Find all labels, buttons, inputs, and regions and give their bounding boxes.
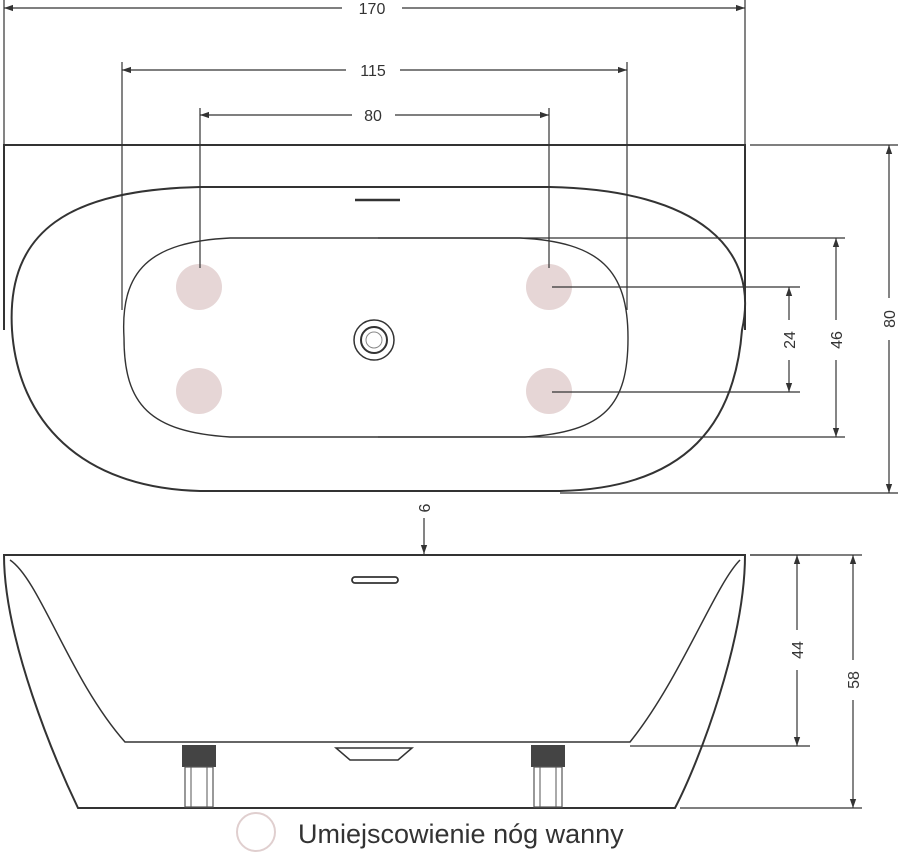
leg-marker-icon (526, 264, 572, 310)
dimension-total-depth (560, 144, 898, 494)
tub-side-outer (2, 554, 747, 809)
overflow-slot-side (351, 576, 399, 584)
dimension-label-inner-height: 44 (790, 641, 807, 659)
dimension-label-total-width: 170 (359, 1, 386, 18)
leg-left (182, 745, 216, 808)
dimension-label-offset: 6 (417, 503, 434, 512)
leg-marker-icon (526, 368, 572, 414)
legs (182, 745, 565, 808)
leg-right (531, 745, 565, 808)
dimension-label-inner-depth: 46 (829, 331, 846, 349)
dimension-label-total-depth: 80 (882, 310, 899, 328)
legend-leg-marker-icon (236, 812, 276, 852)
leg-markers (176, 264, 572, 414)
dimension-label-leg-spacing-depth: 24 (782, 331, 799, 349)
legend-label: Umiejscowienie nóg wanny (298, 819, 624, 849)
tub-inner-basin (122, 237, 629, 438)
side-view (2, 554, 747, 809)
dimension-leg-spacing-outer (121, 62, 628, 310)
dimension-label-total-height: 58 (846, 671, 863, 689)
dimension-total-height (680, 554, 862, 809)
drain-inner-icon (360, 326, 388, 354)
tub-outer-rim (10, 186, 747, 492)
drain-side (333, 747, 415, 761)
leg-marker-icon (176, 264, 222, 310)
legend: Umiejscowienie nóg wanny (236, 812, 624, 852)
dimension-total-width (3, 0, 746, 145)
dimension-leg-spacing-depth (552, 286, 800, 393)
tub-side-inner (9, 559, 741, 743)
drain-outer-icon (353, 319, 395, 361)
leg-marker-icon (176, 368, 222, 414)
top-view (3, 144, 747, 492)
drain-core-icon (365, 331, 383, 349)
dimension-label-leg-spacing-inner: 80 (364, 108, 382, 125)
dimension-inner-depth (378, 237, 845, 438)
dimension-label-leg-spacing-outer: 115 (360, 63, 386, 80)
dimension-leg-spacing-inner (199, 108, 550, 268)
